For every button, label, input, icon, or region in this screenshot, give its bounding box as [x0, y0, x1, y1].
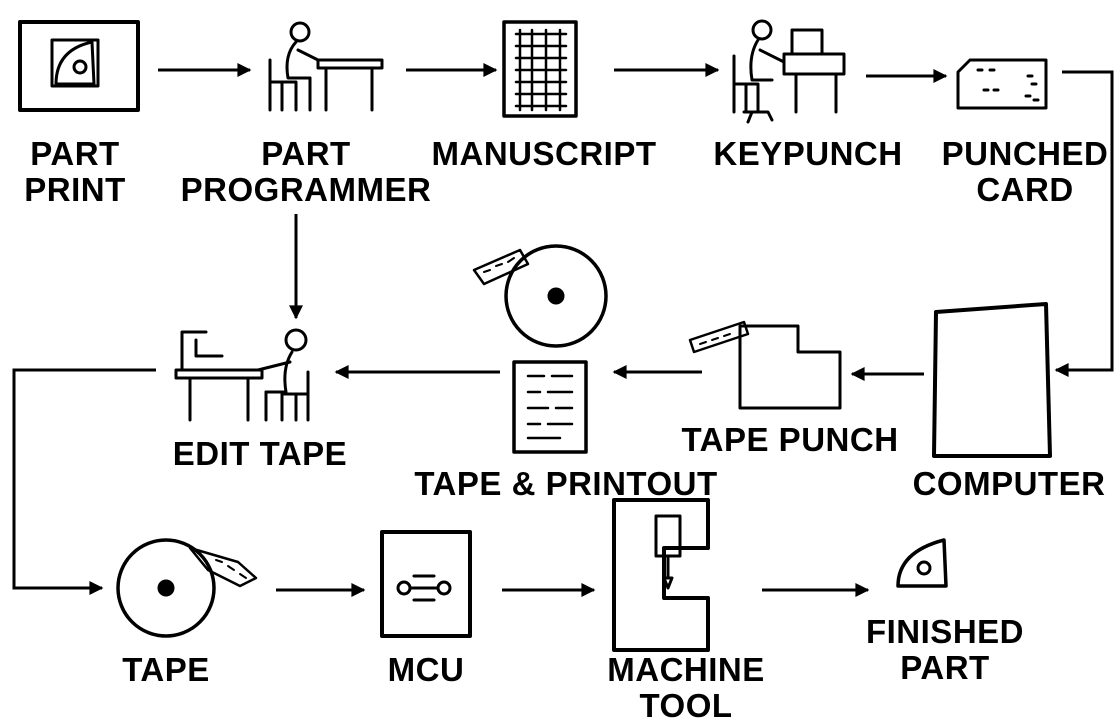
tape-printout-icon	[472, 244, 608, 454]
keypunch-icon	[732, 19, 846, 124]
label-line: PART	[900, 649, 990, 686]
label-line: TAPE & PRINTOUT	[414, 465, 718, 502]
label-line: FINISHED	[865, 613, 1024, 650]
label-line: TAPE	[122, 651, 210, 688]
manuscript-icon	[502, 20, 578, 118]
label-line: TAPE PUNCH	[681, 421, 899, 458]
tape-punch-icon	[688, 320, 842, 410]
computer-icon	[932, 302, 1052, 458]
finished-part-icon	[896, 538, 948, 588]
label-finished-part: FINISHED PART	[858, 614, 1032, 686]
label-machine-tool: MACHINE TOOL	[586, 652, 786, 724]
label-tape-punch: TAPE PUNCH	[660, 422, 920, 458]
label-line: PART	[30, 135, 120, 172]
label-tape: TAPE	[106, 652, 226, 688]
part-programmer-icon	[268, 21, 384, 112]
label-line: KEYPUNCH	[713, 135, 903, 172]
label-keypunch: KEYPUNCH	[700, 136, 916, 172]
label-line: PRINT	[24, 171, 126, 208]
connectors	[12, 63, 1114, 597]
label-computer: COMPUTER	[900, 466, 1118, 502]
edit-tape-icon	[174, 328, 310, 422]
label-line: CARD	[976, 171, 1074, 208]
label-punched-card: PUNCHED CARD	[936, 136, 1114, 208]
label-mcu: MCU	[366, 652, 486, 688]
label-manuscript: MANUSCRIPT	[424, 136, 664, 172]
label-line: EDIT TAPE	[172, 435, 348, 472]
punched-card-icon	[956, 58, 1048, 110]
tape-icon	[116, 538, 258, 638]
arrow-edit-tape-to-tape	[12, 368, 156, 595]
part-print-icon	[18, 20, 140, 112]
label-tape-printout: TAPE & PRINTOUT	[386, 466, 746, 502]
label-part-programmer: PART PROGRAMMER	[176, 136, 436, 208]
label-line: MCU	[387, 651, 465, 688]
machine-tool-icon	[612, 498, 710, 652]
label-line: MACHINE	[607, 651, 765, 688]
label-line: COMPUTER	[912, 465, 1106, 502]
label-edit-tape: EDIT TAPE	[150, 436, 370, 472]
label-line: TOOL	[639, 687, 733, 724]
label-line: PROGRAMMER	[180, 171, 432, 208]
label-line: PART	[261, 135, 351, 172]
mcu-icon	[380, 530, 472, 638]
label-line: MANUSCRIPT	[431, 135, 657, 172]
label-part-print: PART PRINT	[10, 136, 140, 208]
label-line: PUNCHED	[941, 135, 1109, 172]
arrow-card-to-computer	[1054, 70, 1114, 377]
